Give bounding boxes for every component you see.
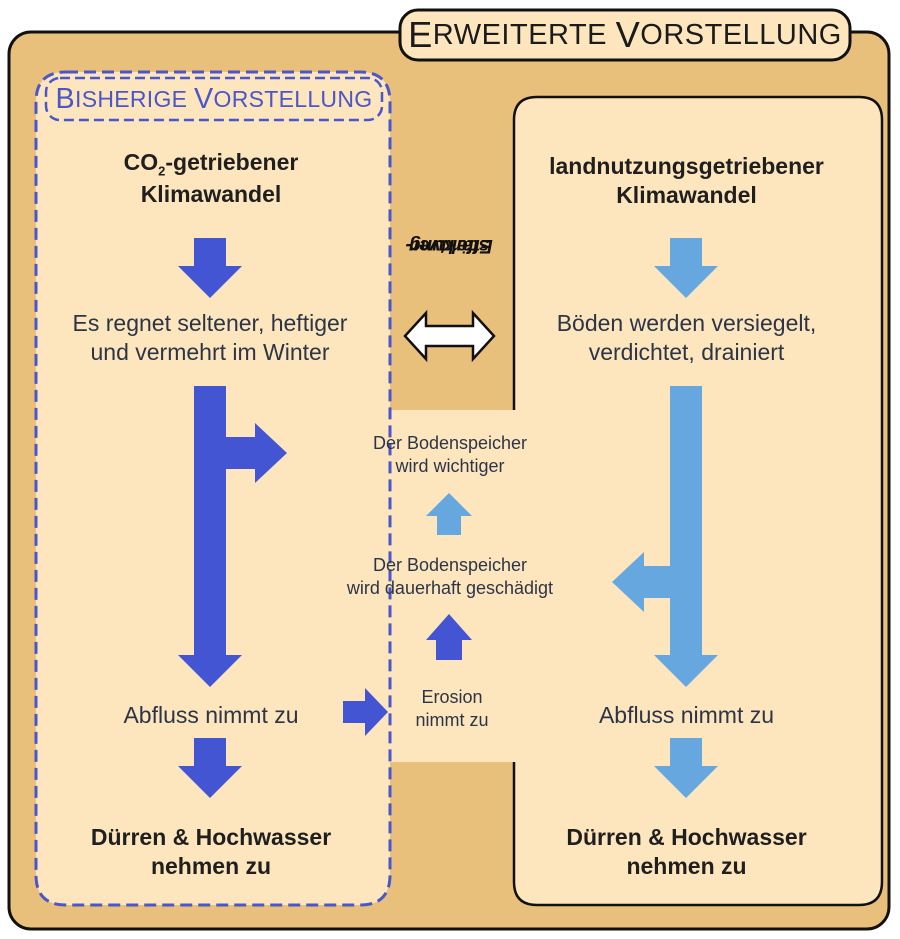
right-result-line1: Dürren & Hochwasser: [566, 824, 807, 850]
soil-important-line2: wird wichtiger: [395, 455, 505, 476]
soil-damaged-text: Der Bodenspeicher wird dauerhaft geschäd…: [290, 554, 610, 599]
outer-title-rest-2: ORSTELLUNG: [640, 18, 842, 51]
inner-title-box: [44, 76, 384, 122]
left-step-rain: Es regnet seltener, heftiger und vermehr…: [30, 309, 390, 367]
outer-title-cap-1: E: [408, 14, 433, 55]
soil-important-line1: Der Bodenspeicher: [372, 433, 528, 453]
right-step-soils-line1: Böden werden versiegelt,: [556, 310, 817, 336]
right-heading-line1: landnutzungsgetriebener: [549, 153, 824, 179]
inner-title-cap-1: B: [55, 82, 76, 115]
right-step-soils: Böden werden versiegelt, verdichtet, dra…: [514, 309, 859, 367]
right-heading-line2: Klimawandel: [616, 181, 757, 208]
effekt-label: Effektver-stärkung: [399, 180, 499, 310]
right-result-line2: nehmen zu: [626, 852, 747, 879]
effekt-line2: stärkung: [408, 234, 490, 256]
left-arrow-down-1: [178, 238, 242, 298]
left-result-line1: Dürren & Hochwasser: [90, 824, 332, 850]
erosion-text: Erosion nimmt zu: [390, 686, 514, 731]
left-step-rain-line1: Es regnet seltener, heftiger: [72, 310, 348, 336]
soil-damaged-line2: wird dauerhaft geschädigt: [346, 577, 554, 598]
outer-title-cap-2: V: [615, 14, 641, 55]
soil-important-text: Der Bodenspeicher wird wichtiger: [300, 432, 600, 477]
left-heading-line2: Klimawandel: [140, 180, 282, 207]
left-result: Dürren & Hochwasser nehmen zu: [46, 823, 376, 881]
erosion-line1: Erosion: [421, 687, 483, 707]
erosion-line2: nimmt zu: [415, 709, 489, 730]
left-step-runoff: Abfluss nimmt zu: [123, 702, 299, 728]
inner-title-cap-2: V: [194, 82, 214, 115]
left-arrow-long-branch: [178, 386, 287, 687]
soil-damaged-line1: Der Bodenspeicher: [372, 555, 528, 575]
damaged-up-arrow: [426, 614, 472, 660]
effekt-double-arrow: [403, 309, 496, 363]
left-heading: CO2-getriebener Klimawandel: [46, 148, 376, 209]
right-step-runoff: Abfluss nimmt zu: [598, 702, 775, 728]
left-dashed-border: [34, 70, 392, 907]
right-arrow-long-branch: [612, 386, 718, 687]
right-arrow-down-1: [654, 238, 718, 298]
right-arrow-down-3: [654, 738, 718, 798]
left-arrow-down-3: [178, 738, 242, 798]
right-panel-border: [512, 95, 884, 907]
outer-title-box: [398, 8, 852, 62]
erosion-arrow: [343, 688, 388, 736]
inner-title-rest-1: ISHERIGE: [75, 85, 195, 112]
right-result: Dürren & Hochwasser nehmen zu: [514, 823, 859, 881]
right-heading: landnutzungsgetriebener Klimawandel: [514, 152, 859, 210]
important-up-arrow: [426, 493, 472, 535]
left-heading-line1: CO2-getriebener: [123, 149, 299, 179]
left-result-line2: nehmen zu: [150, 852, 272, 879]
left-step-rain-line2: und vermehrt im Winter: [90, 338, 330, 365]
inner-title-rest-2: ORSTELLUNG: [213, 85, 373, 112]
right-step-soils-line2: verdichtet, drainiert: [588, 338, 785, 365]
outer-title-rest-1: RWEITERTE: [432, 18, 616, 51]
